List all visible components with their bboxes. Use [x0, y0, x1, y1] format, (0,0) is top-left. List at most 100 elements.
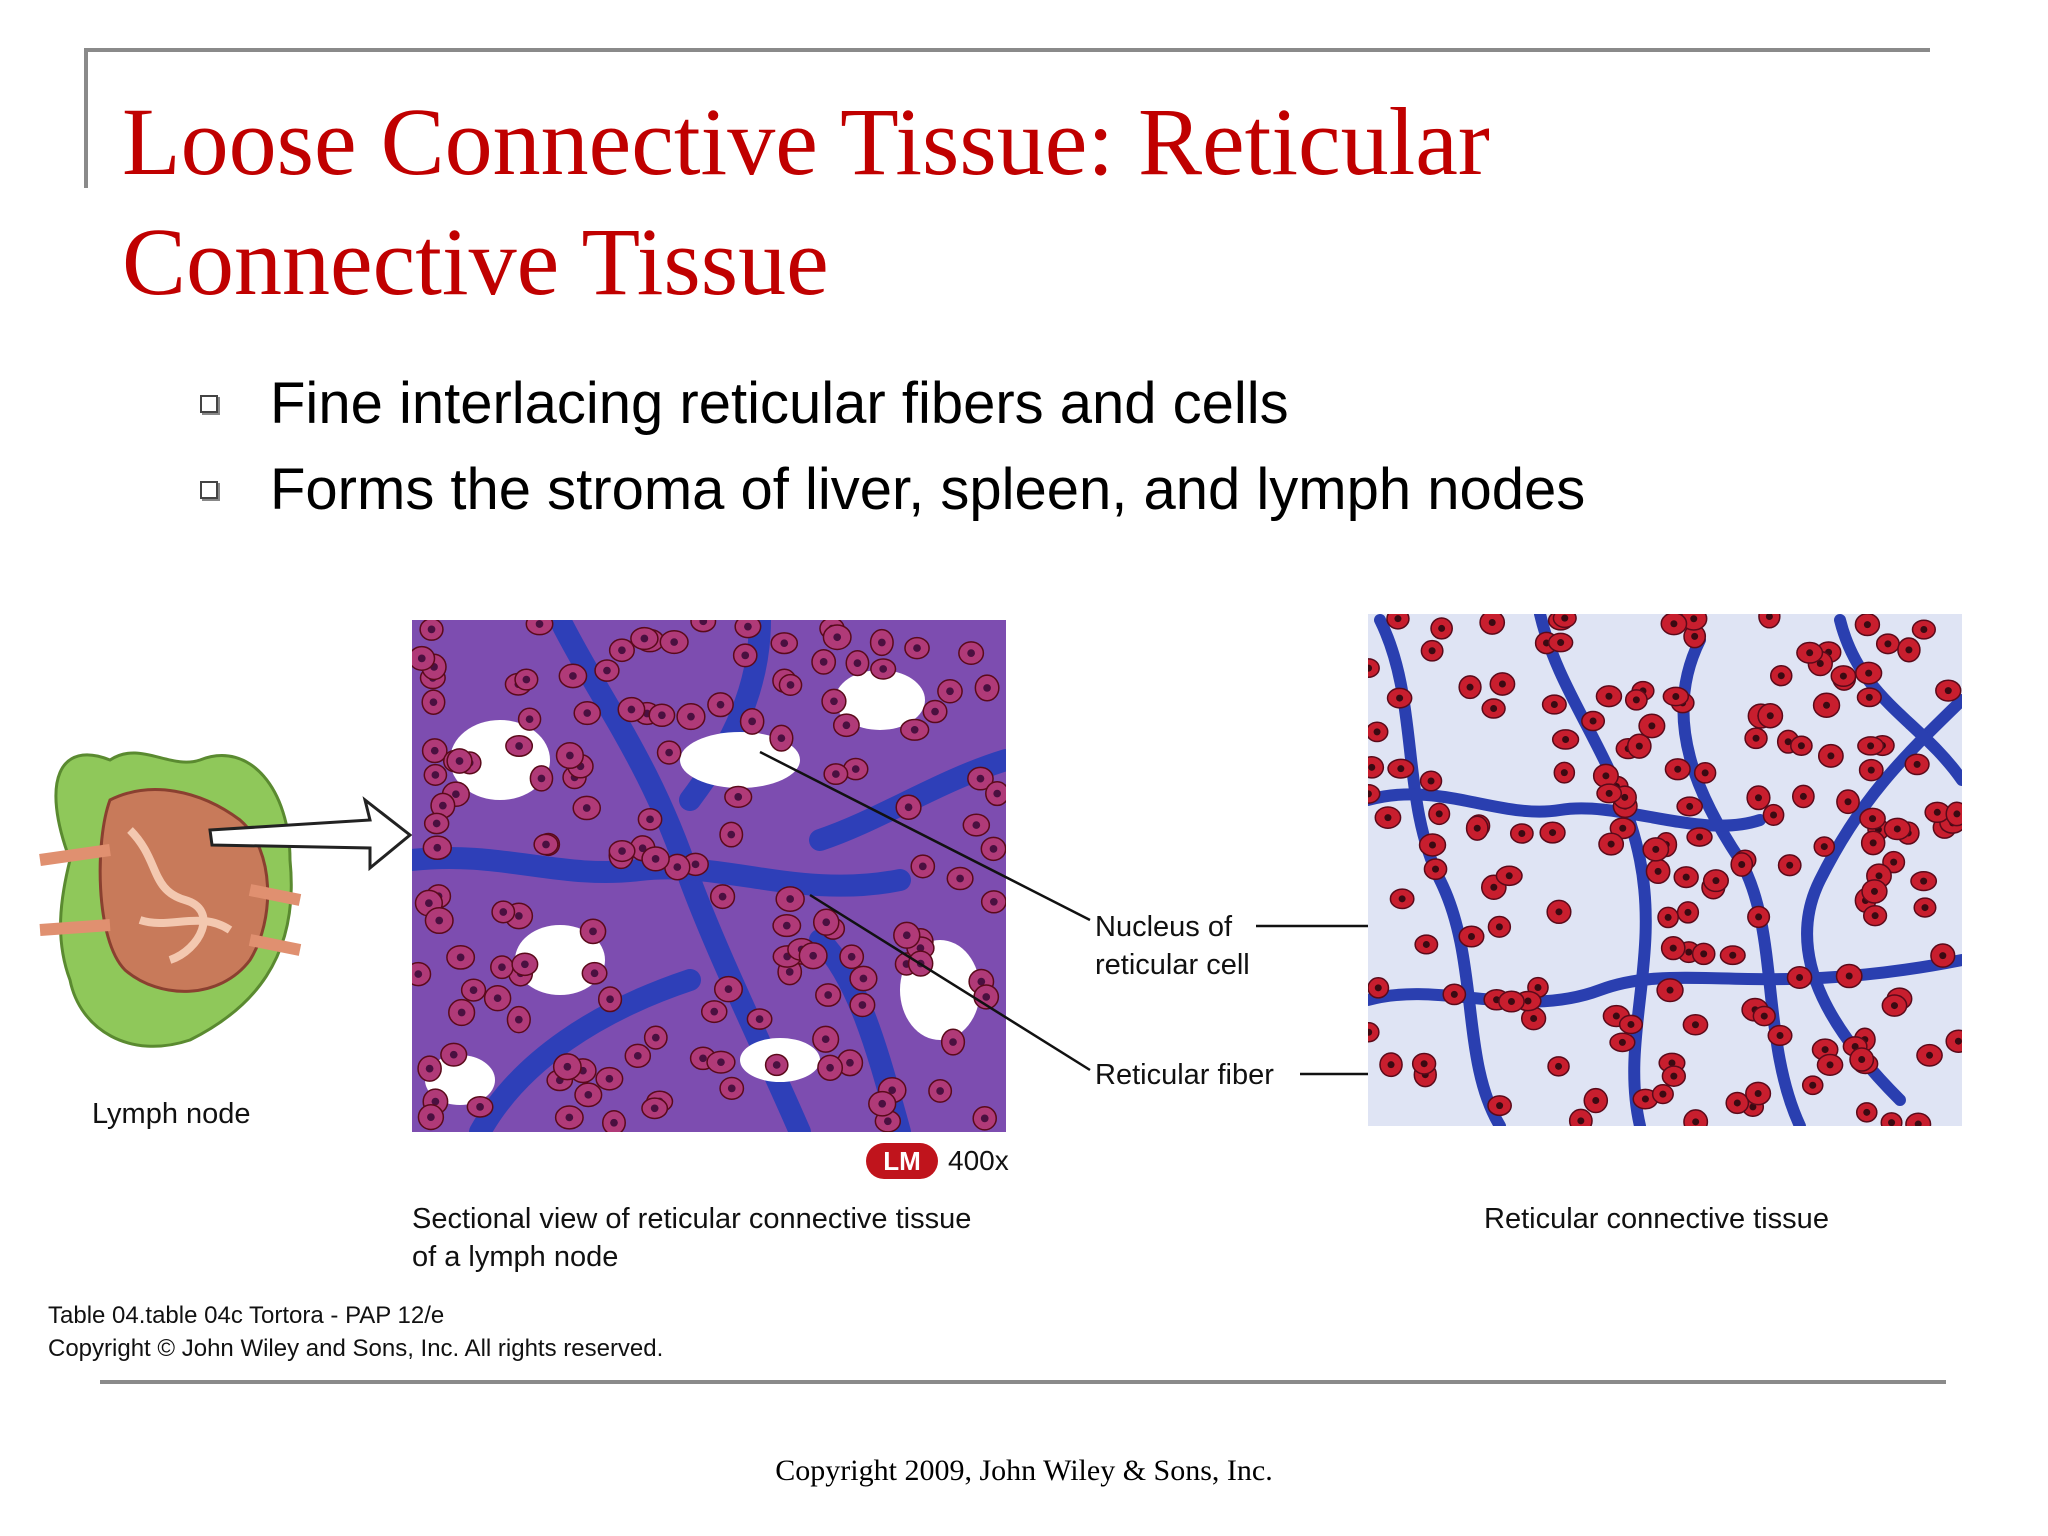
cell-nucleus: [1933, 808, 1941, 816]
cell-nucleus: [822, 918, 831, 927]
cell-nucleus: [1826, 1061, 1834, 1069]
cell-nucleus: [1672, 692, 1680, 700]
cell-nucleus: [1867, 766, 1875, 774]
cell-nucleus: [1619, 824, 1627, 832]
cell-nucleus: [1863, 621, 1871, 629]
cell-nucleus: [1374, 984, 1382, 992]
cell-nucleus: [1806, 649, 1814, 657]
lymph-node-label: Lymph node: [92, 1098, 251, 1130]
cell-nucleus: [1701, 769, 1709, 777]
cell-nucleus: [633, 1051, 642, 1060]
cell-nucleus: [1498, 680, 1506, 688]
source-note-line1: Table 04.table 04c Tortora - PAP 12/e: [48, 1302, 445, 1329]
cell-nucleus: [1621, 793, 1629, 801]
cell-nucleus: [1670, 620, 1678, 628]
cell-nucleus: [1384, 814, 1392, 822]
cell-nucleus: [1765, 614, 1773, 620]
cell-nucleus: [1888, 1119, 1896, 1126]
cell-nucleus: [946, 687, 954, 696]
cell-nucleus: [1589, 717, 1597, 725]
cell-nucleus: [1488, 619, 1496, 627]
cell-nucleus: [809, 951, 818, 960]
cell-nucleus: [1560, 769, 1568, 777]
source-note-line2: Copyright © John Wiley and Sons, Inc. Al…: [48, 1335, 664, 1362]
cell-nucleus: [777, 734, 786, 743]
cell-nucleus: [1422, 940, 1430, 948]
cell-nucleus: [832, 770, 840, 778]
cell-nucleus: [982, 993, 991, 1001]
cell-nucleus: [638, 844, 647, 853]
cell-nucleus: [1939, 952, 1947, 960]
cell-nucleus: [1618, 1038, 1626, 1046]
cell-nucleus: [1674, 765, 1682, 773]
cell-nucleus: [1549, 829, 1557, 837]
cell-nucleus: [851, 765, 860, 773]
cell-nucleus: [1518, 829, 1526, 837]
cell-nucleus: [976, 774, 985, 783]
cell-nucleus: [618, 847, 626, 855]
cell-nucleus: [1659, 1090, 1667, 1098]
cell-nucleus: [1450, 990, 1458, 998]
cell-nucleus: [977, 977, 986, 986]
cell-nucleus: [1652, 845, 1660, 853]
cell-nucleus: [455, 757, 464, 765]
cell-nucleus: [640, 634, 649, 643]
cell-nucleus: [569, 672, 577, 680]
cell-nucleus: [691, 860, 700, 869]
cell-nucleus: [452, 790, 460, 799]
cell-nucleus: [414, 970, 423, 978]
cell-nucleus: [1664, 913, 1672, 921]
cell-nucleus: [1612, 1012, 1620, 1020]
cell: [1368, 756, 1385, 779]
cell-nucleus: [1884, 640, 1892, 648]
slide-frame-bottom: [100, 1380, 1946, 1384]
micrograph-caption-line1: Sectional view of reticular connective t…: [412, 1203, 972, 1235]
cell-nucleus: [1466, 683, 1474, 691]
cell-nucleus: [525, 715, 534, 724]
cell-nucleus: [514, 1015, 523, 1024]
cell-nucleus: [1692, 1118, 1700, 1126]
cell-nucleus: [699, 1054, 707, 1063]
cell-nucleus: [902, 931, 911, 940]
cell: [1905, 1112, 1932, 1126]
cell-nucleus: [842, 721, 851, 730]
cell-nucleus: [590, 969, 599, 978]
cell-nucleus: [658, 711, 666, 720]
cell-nucleus: [1867, 742, 1875, 750]
bullet-item: Forms the stroma of liver, spleen, and l…: [200, 456, 1585, 523]
cell-nucleus: [1820, 843, 1828, 851]
cell-nucleus: [1738, 860, 1746, 868]
cell-nucleus: [1670, 1072, 1678, 1080]
cell-nucleus: [989, 897, 998, 906]
cell-nucleus: [1890, 858, 1898, 866]
cell-nucleus: [1926, 1051, 1934, 1059]
cell-nucleus: [1427, 777, 1435, 785]
cell-nucleus: [879, 665, 888, 673]
cell-nucleus: [427, 1113, 435, 1122]
cell-nucleus: [1858, 1056, 1866, 1064]
cell-nucleus: [1914, 1120, 1922, 1126]
cell-nucleus: [1865, 669, 1873, 677]
cell-nucleus: [858, 1001, 867, 1009]
cell-nucleus: [1733, 1099, 1741, 1107]
cell-nucleus: [1607, 840, 1615, 848]
cell-nucleus: [670, 638, 679, 646]
cell-nucleus: [755, 1015, 764, 1023]
cell-nucleus: [1776, 1031, 1784, 1039]
cell-nucleus: [1690, 615, 1698, 623]
cell-nucleus: [589, 927, 597, 936]
cell-nucleus: [1562, 735, 1570, 743]
cell-nucleus: [1754, 794, 1762, 802]
cell-nucleus: [724, 985, 733, 993]
cell-nucleus: [435, 916, 444, 925]
cell-nucleus: [1691, 632, 1699, 640]
cell-nucleus: [515, 912, 523, 920]
cell-nucleus: [583, 709, 592, 717]
cell-nucleus: [824, 991, 833, 999]
cell-nucleus: [1495, 923, 1503, 931]
cell-nucleus: [1786, 861, 1794, 869]
cell-nucleus: [1432, 865, 1440, 873]
cell-nucleus: [1823, 701, 1831, 709]
lymph-node-illustration: [39, 751, 413, 1048]
